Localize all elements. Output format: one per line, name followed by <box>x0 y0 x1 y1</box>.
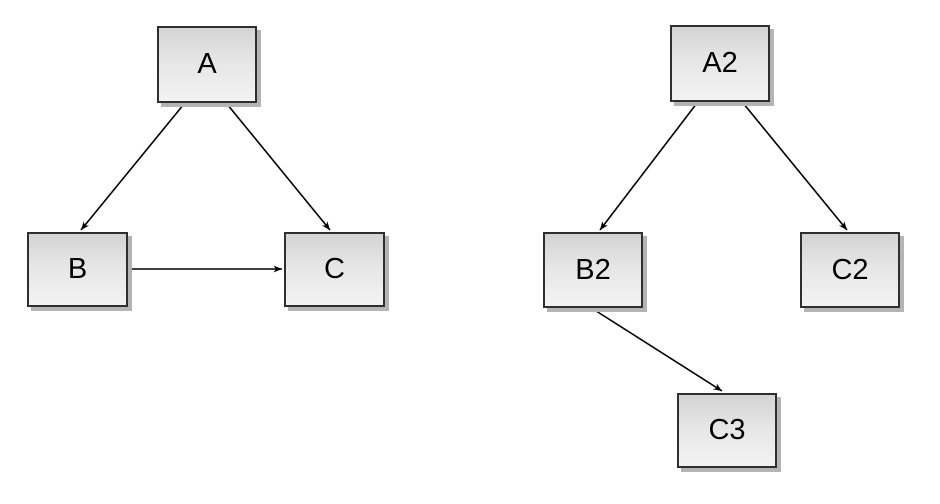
node-C3[interactable]: C3 <box>677 393 777 468</box>
node-label: A <box>197 48 217 80</box>
edge-B2-C3[interactable] <box>592 308 723 392</box>
node-label: C3 <box>708 414 746 446</box>
node-A[interactable]: A <box>157 26 257 103</box>
node-label: B <box>67 253 88 285</box>
node-label: A2 <box>702 47 738 79</box>
node-A2[interactable]: A2 <box>670 25 770 102</box>
node-label: C <box>324 253 345 285</box>
edge-A2-B2[interactable] <box>599 102 698 231</box>
edge-A-B[interactable] <box>80 103 185 231</box>
node-label: C2 <box>831 253 869 286</box>
node-B2[interactable]: B2 <box>543 232 643 308</box>
node-label: B2 <box>575 253 611 286</box>
node-B[interactable]: B <box>27 232 128 307</box>
node-C2[interactable]: C2 <box>800 232 900 308</box>
edge-A-C[interactable] <box>226 103 331 231</box>
node-C[interactable]: C <box>284 232 385 307</box>
edge-A2-C2[interactable] <box>742 102 848 231</box>
